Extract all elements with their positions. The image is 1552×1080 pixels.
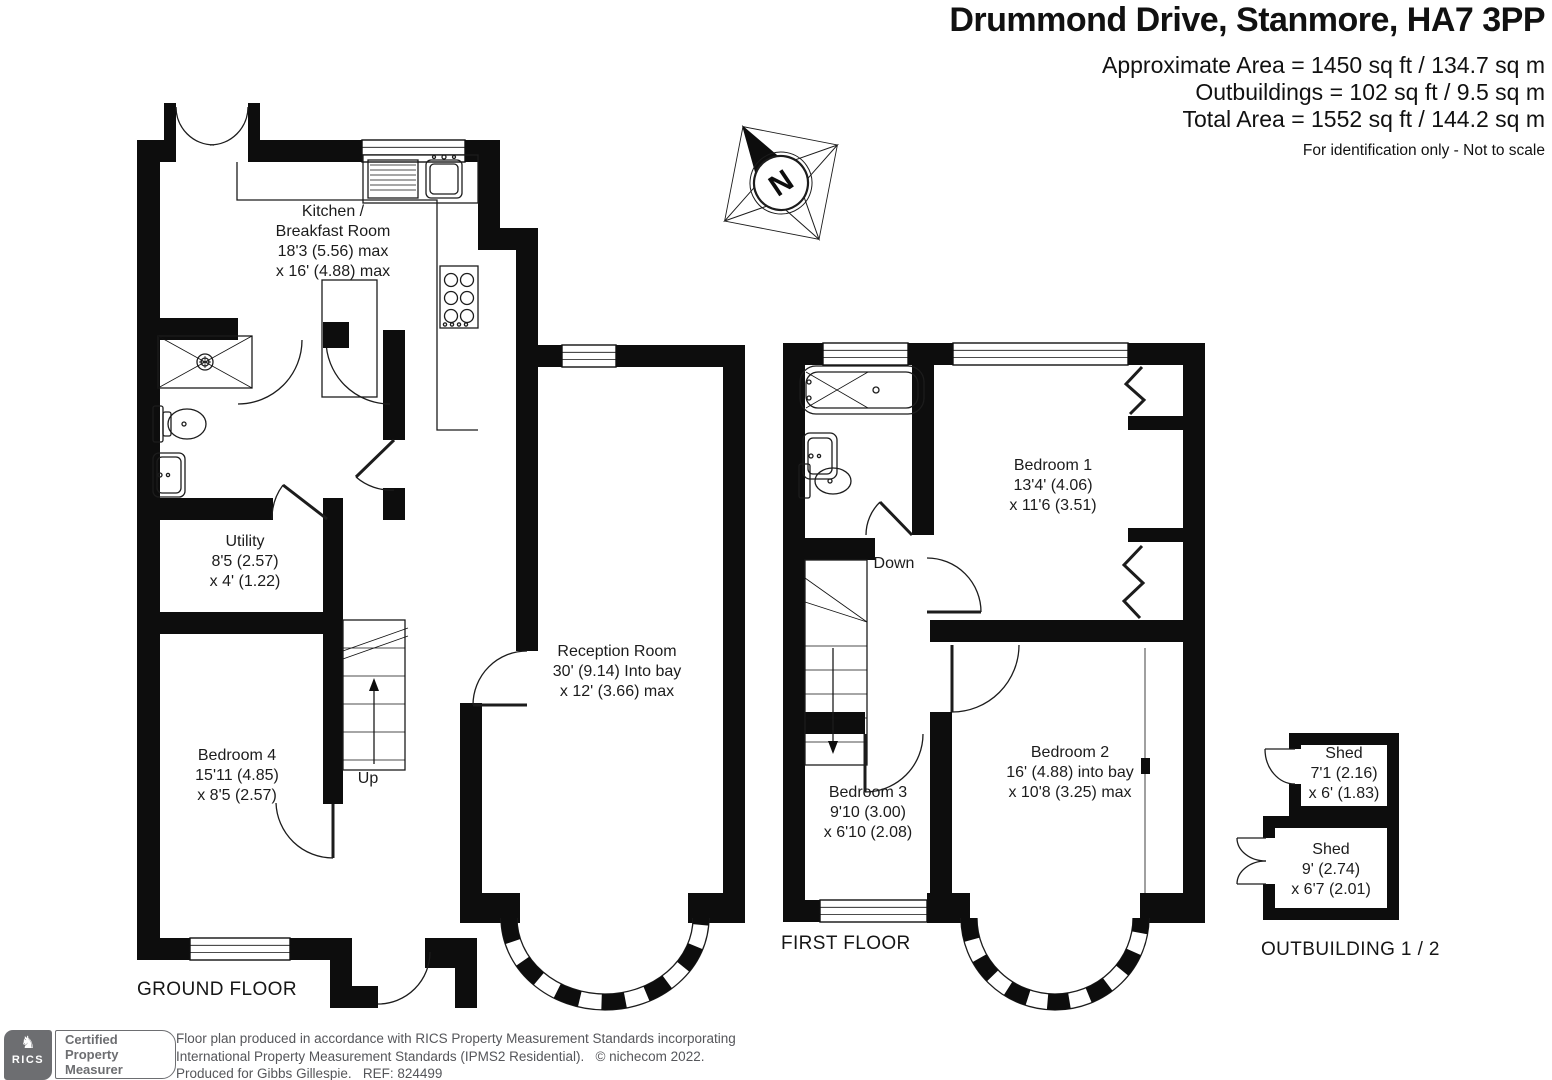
kitchen-label: Kitchen / Breakfast Room 18'3 (5.56) max… <box>275 203 391 280</box>
sink-unit <box>362 154 479 204</box>
shed1 <box>1264 733 1399 818</box>
first-floor-plan <box>783 342 1205 1011</box>
reception-window <box>561 344 617 368</box>
ground-floor-title: GROUND FLOOR <box>137 979 297 1000</box>
shed2 <box>1236 816 1399 920</box>
rics-logo: ♞ RICS <box>4 1030 52 1080</box>
bedroom3-door <box>863 733 924 793</box>
compass-rose: N <box>722 124 840 242</box>
bedroom2-label: Bedroom 2 16' (4.88) into bay x 10'8 (3.… <box>1006 744 1134 801</box>
front-porch <box>330 938 477 1008</box>
page-title: Drummond Drive, Stanmore, HA7 3PP <box>949 1 1545 39</box>
shed2-label: Shed 9' (2.74) x 6'7 (2.01) <box>1291 841 1371 898</box>
reception-bay-window <box>460 893 745 1011</box>
basin-icon-ground <box>152 452 186 498</box>
hob-icon <box>439 265 479 329</box>
reception-door <box>472 650 528 707</box>
front-door-arc <box>377 951 431 1005</box>
french-doors <box>175 106 249 146</box>
bedroom2-bay-window <box>927 893 1205 1011</box>
outbuilding-plan <box>1236 733 1399 920</box>
bathroom-door <box>865 500 914 537</box>
north-pointer <box>741 124 785 183</box>
area-summary: Approximate Area = 1450 sq ft / 134.7 sq… <box>1102 52 1545 133</box>
bedroom2-side-window <box>1141 648 1150 893</box>
bedroom4-door <box>275 802 335 859</box>
wardrobe-1 <box>1123 365 1183 430</box>
bedroom1-window <box>952 342 1129 366</box>
approximate-area: Approximate Area = 1450 sq ft / 134.7 sq… <box>1101 52 1545 78</box>
footer-disclaimer: Floor plan produced in accordance with R… <box>176 1031 736 1080</box>
shed1-label: Shed 7'1 (2.16) x 6' (1.83) <box>1308 745 1380 802</box>
rics-lion-icon: ♞ <box>20 1033 36 1052</box>
kitchen-counter <box>236 162 478 431</box>
kitchen-island <box>321 279 378 398</box>
certified-property-measurer-badge: Certified Property Measurer <box>55 1030 176 1079</box>
kitchen-window <box>361 139 466 163</box>
bedroom1-label: Bedroom 1 13'4' (4.06) x 11'6 (3.51) <box>1009 457 1097 514</box>
bedroom3-window <box>819 899 928 923</box>
utility-label: Utility 8'5 (2.57) x 4' (1.22) <box>209 533 281 590</box>
toilet-icon-first <box>798 463 852 499</box>
reception-label: Reception Room 30' (9.14) Into bay x 12'… <box>552 643 682 700</box>
stairs-up-label: Up <box>357 770 379 787</box>
shower-tray-icon <box>157 335 253 389</box>
scale-note: For identification only - Not to scale <box>1302 142 1545 159</box>
bedroom3-label: Bedroom 3 9'10 (3.00) x 6'10 (2.08) <box>823 784 913 841</box>
bedroom4-window <box>189 937 291 961</box>
stairs-down <box>804 559 868 766</box>
utility-door <box>271 483 328 521</box>
stairs-up <box>339 619 409 771</box>
toilet-icon-ground <box>152 405 207 443</box>
bathroom-window <box>822 342 909 366</box>
ground-floor-plan <box>137 103 745 1011</box>
bedroom1-door <box>926 557 982 614</box>
basin-icon-first <box>802 432 838 480</box>
bedroom4-label: Bedroom 4 15'11 (4.85) x 8'5 (2.57) <box>195 747 279 804</box>
stairs-down-label: Down <box>873 555 915 572</box>
first-floor-title: FIRST FLOOR <box>781 933 911 954</box>
outbuildings-area: Outbuildings = 102 sq ft / 9.5 sq m <box>1195 79 1545 105</box>
bathtub-icon <box>799 365 925 415</box>
kitchen-double-doors <box>237 339 391 405</box>
bedroom2-door <box>950 644 1020 713</box>
total-area: Total Area = 1552 sq ft / 144.2 sq m <box>1182 106 1545 132</box>
wardrobe-2 <box>1121 528 1183 620</box>
shower-room-door <box>354 438 396 491</box>
outbuilding-title: OUTBUILDING 1 / 2 <box>1261 939 1440 960</box>
